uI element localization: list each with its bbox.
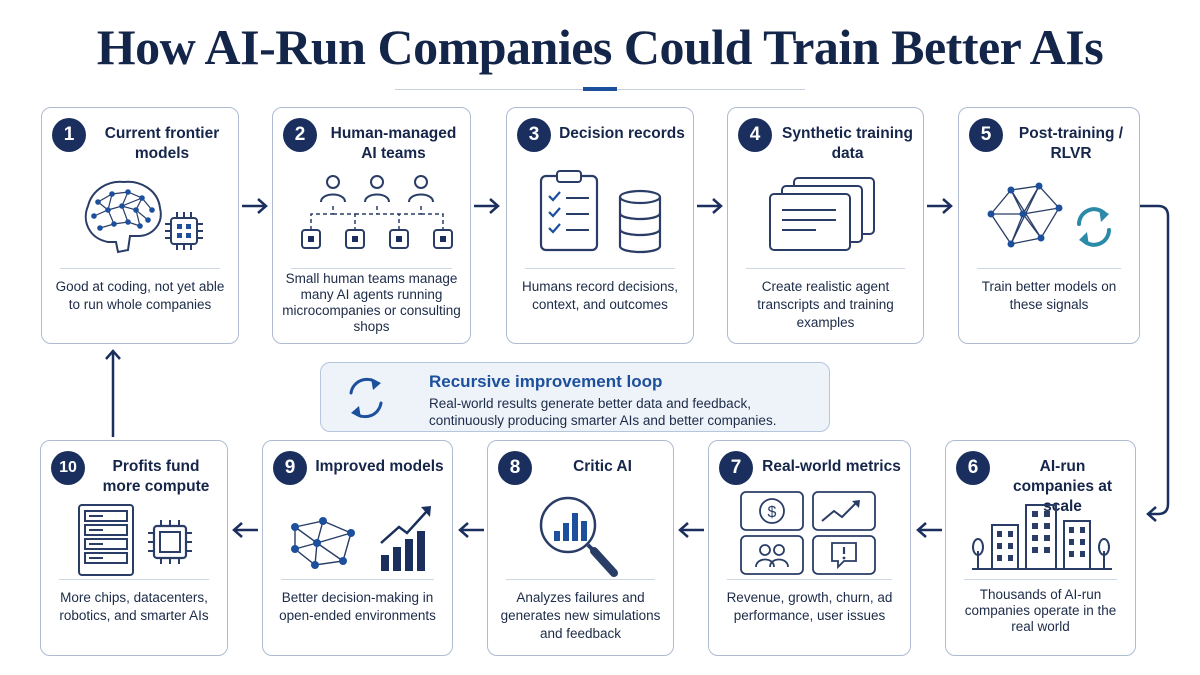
users-icon — [740, 535, 804, 575]
step-number-badge: 6 — [956, 451, 990, 485]
step-number-badge: 2 — [283, 118, 317, 152]
step-divider — [59, 579, 209, 580]
step-description: Small human teams manage many AI agents … — [282, 271, 461, 334]
title-divider-accent — [583, 87, 617, 91]
document-stack-icon — [769, 177, 875, 251]
step-title: Improved models — [315, 458, 444, 475]
step-card-5: 5 Post-training / RLVR Train better mode… — [958, 107, 1140, 344]
step-card-10: 10 Profits fund more compute More chips,… — [40, 440, 228, 656]
alert-icon — [812, 535, 876, 575]
step-title: Post-training / RLVR — [1018, 125, 1124, 162]
svg-text:$: $ — [768, 504, 777, 521]
step-header: 7 Real-world metrics — [719, 451, 902, 485]
step-title: Human-managed AI teams — [330, 125, 457, 162]
neural-network-icon — [987, 182, 1063, 248]
step-card-4: 4 Synthetic training data Create realist… — [727, 107, 924, 344]
step-divider — [506, 579, 655, 580]
step-card-3: 3 Decision records Humans record decisio… — [506, 107, 694, 344]
step-divider — [281, 579, 434, 580]
step-card-7: 7 Real-world metrics $ Revenue, growth, … — [708, 440, 911, 656]
step-divider — [525, 268, 675, 269]
step-title: Real-world metrics — [762, 458, 901, 475]
arrow-left — [458, 522, 484, 538]
step-divider — [60, 268, 220, 269]
step-number-badge: 7 — [719, 451, 753, 485]
chip-icon — [148, 520, 192, 564]
step-header: 5 Post-training / RLVR — [969, 118, 1131, 164]
trend-line-icon — [812, 491, 876, 531]
step-header: 9 Improved models — [273, 451, 444, 485]
step-number-badge: 1 — [52, 118, 86, 152]
step-header: 2 Human-managed AI teams — [283, 118, 462, 164]
step-header: 10 Profits fund more compute — [51, 451, 219, 497]
step-divider — [291, 268, 452, 269]
step-title: Current frontier models — [104, 125, 220, 162]
step-description: Better decision-making in open-ended env… — [279, 590, 436, 623]
step-header: 8 Critic AI — [498, 451, 665, 485]
brain-network-icon — [84, 180, 162, 254]
arrow-down-connector — [1140, 204, 1170, 522]
step-card-6: 6 AI-run companies at scale Thousands of… — [945, 440, 1136, 656]
step-title: Critic AI — [573, 458, 632, 475]
step-divider — [746, 268, 905, 269]
arrow-left — [678, 522, 704, 538]
cycle-icon — [349, 377, 383, 419]
dollar-icon: $ — [740, 491, 804, 531]
refresh-icon — [1077, 207, 1111, 247]
step-description: More chips, datacenters, robotics, and s… — [59, 590, 209, 623]
database-icon — [618, 189, 662, 254]
arrow-up — [105, 349, 121, 437]
arrow-right — [242, 198, 268, 214]
step-description: Create realistic agent transcripts and t… — [757, 279, 894, 330]
loop-title: Recursive improvement loop — [429, 372, 663, 391]
step-description: Analyzes failures and generates new simu… — [500, 590, 661, 641]
arrow-right — [697, 198, 723, 214]
step-number-badge: 3 — [517, 118, 551, 152]
step-title: Profits fund more compute — [102, 458, 210, 495]
step-title: Synthetic training data — [782, 125, 913, 162]
network-icon — [291, 517, 355, 569]
step-description: Thousands of AI-run companies operate in… — [964, 587, 1117, 634]
page-title: How AI-Run Companies Could Train Better … — [96, 19, 1104, 75]
city-buildings-icon — [972, 504, 1112, 570]
step-card-2: 2 Human-managed AI teams Small human tea… — [272, 107, 471, 344]
step-card-8: 8 Critic AI Analyzes failures and genera… — [487, 440, 674, 656]
step-card-1: 1 Current frontier models Go — [41, 107, 239, 344]
step-number-badge: 4 — [738, 118, 772, 152]
server-rack-icon — [78, 504, 134, 576]
step-header: 6 AI-run companies at scale — [956, 451, 1127, 517]
arrow-right — [927, 198, 953, 214]
recursive-loop-callout: Recursive improvement loop Real-world re… — [320, 362, 830, 432]
step-number-badge: 5 — [969, 118, 1003, 152]
step-header: 1 Current frontier models — [52, 118, 230, 164]
clipboard-checklist-icon — [539, 170, 599, 252]
loop-description: Real-world results generate better data … — [429, 396, 777, 428]
org-tree-icon — [301, 175, 453, 249]
step-description: Good at coding, not yet able to run whol… — [55, 279, 225, 312]
step-number-badge: 10 — [51, 451, 85, 485]
arrow-right — [474, 198, 500, 214]
step-title: Decision records — [559, 125, 685, 142]
step-divider — [977, 268, 1121, 269]
chip-icon — [165, 212, 203, 250]
step-header: 4 Synthetic training data — [738, 118, 915, 164]
step-header: 3 Decision records — [517, 118, 685, 152]
step-title: AI-run companies at scale — [1012, 458, 1113, 515]
arrow-left — [232, 522, 258, 538]
step-divider — [727, 579, 892, 580]
step-description: Revenue, growth, churn, ad performance, … — [726, 590, 893, 623]
step-divider — [964, 579, 1117, 580]
step-number-badge: 8 — [498, 451, 532, 485]
step-description: Humans record decisions, context, and ou… — [521, 279, 679, 312]
step-card-9: 9 Improved models Better decision-making… — [262, 440, 453, 656]
step-number-badge: 9 — [273, 451, 307, 485]
growth-chart-icon — [380, 506, 431, 571]
magnifier-chart-icon — [539, 496, 618, 577]
step-description: Train better models on these signals — [981, 279, 1117, 312]
arrow-left — [916, 522, 942, 538]
